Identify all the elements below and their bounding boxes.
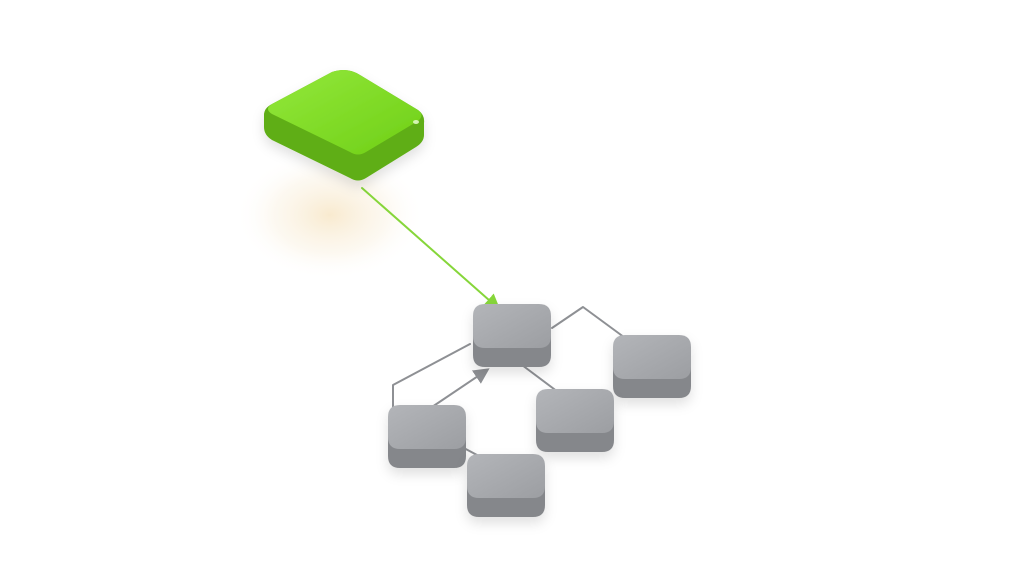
source-glow [235, 150, 425, 280]
edge-left-to-hub [392, 343, 471, 414]
node-left [388, 405, 466, 468]
node-right [613, 335, 691, 398]
edge-hub-to-middle [521, 364, 559, 393]
edge-left-to-hub-arrow [431, 368, 490, 408]
node-middle [536, 389, 614, 452]
node-hub [473, 304, 551, 367]
edge-source-to-hub [361, 187, 501, 311]
source-node [264, 70, 425, 181]
edge-hub-to-right [551, 306, 633, 344]
node-bottom [467, 454, 545, 517]
